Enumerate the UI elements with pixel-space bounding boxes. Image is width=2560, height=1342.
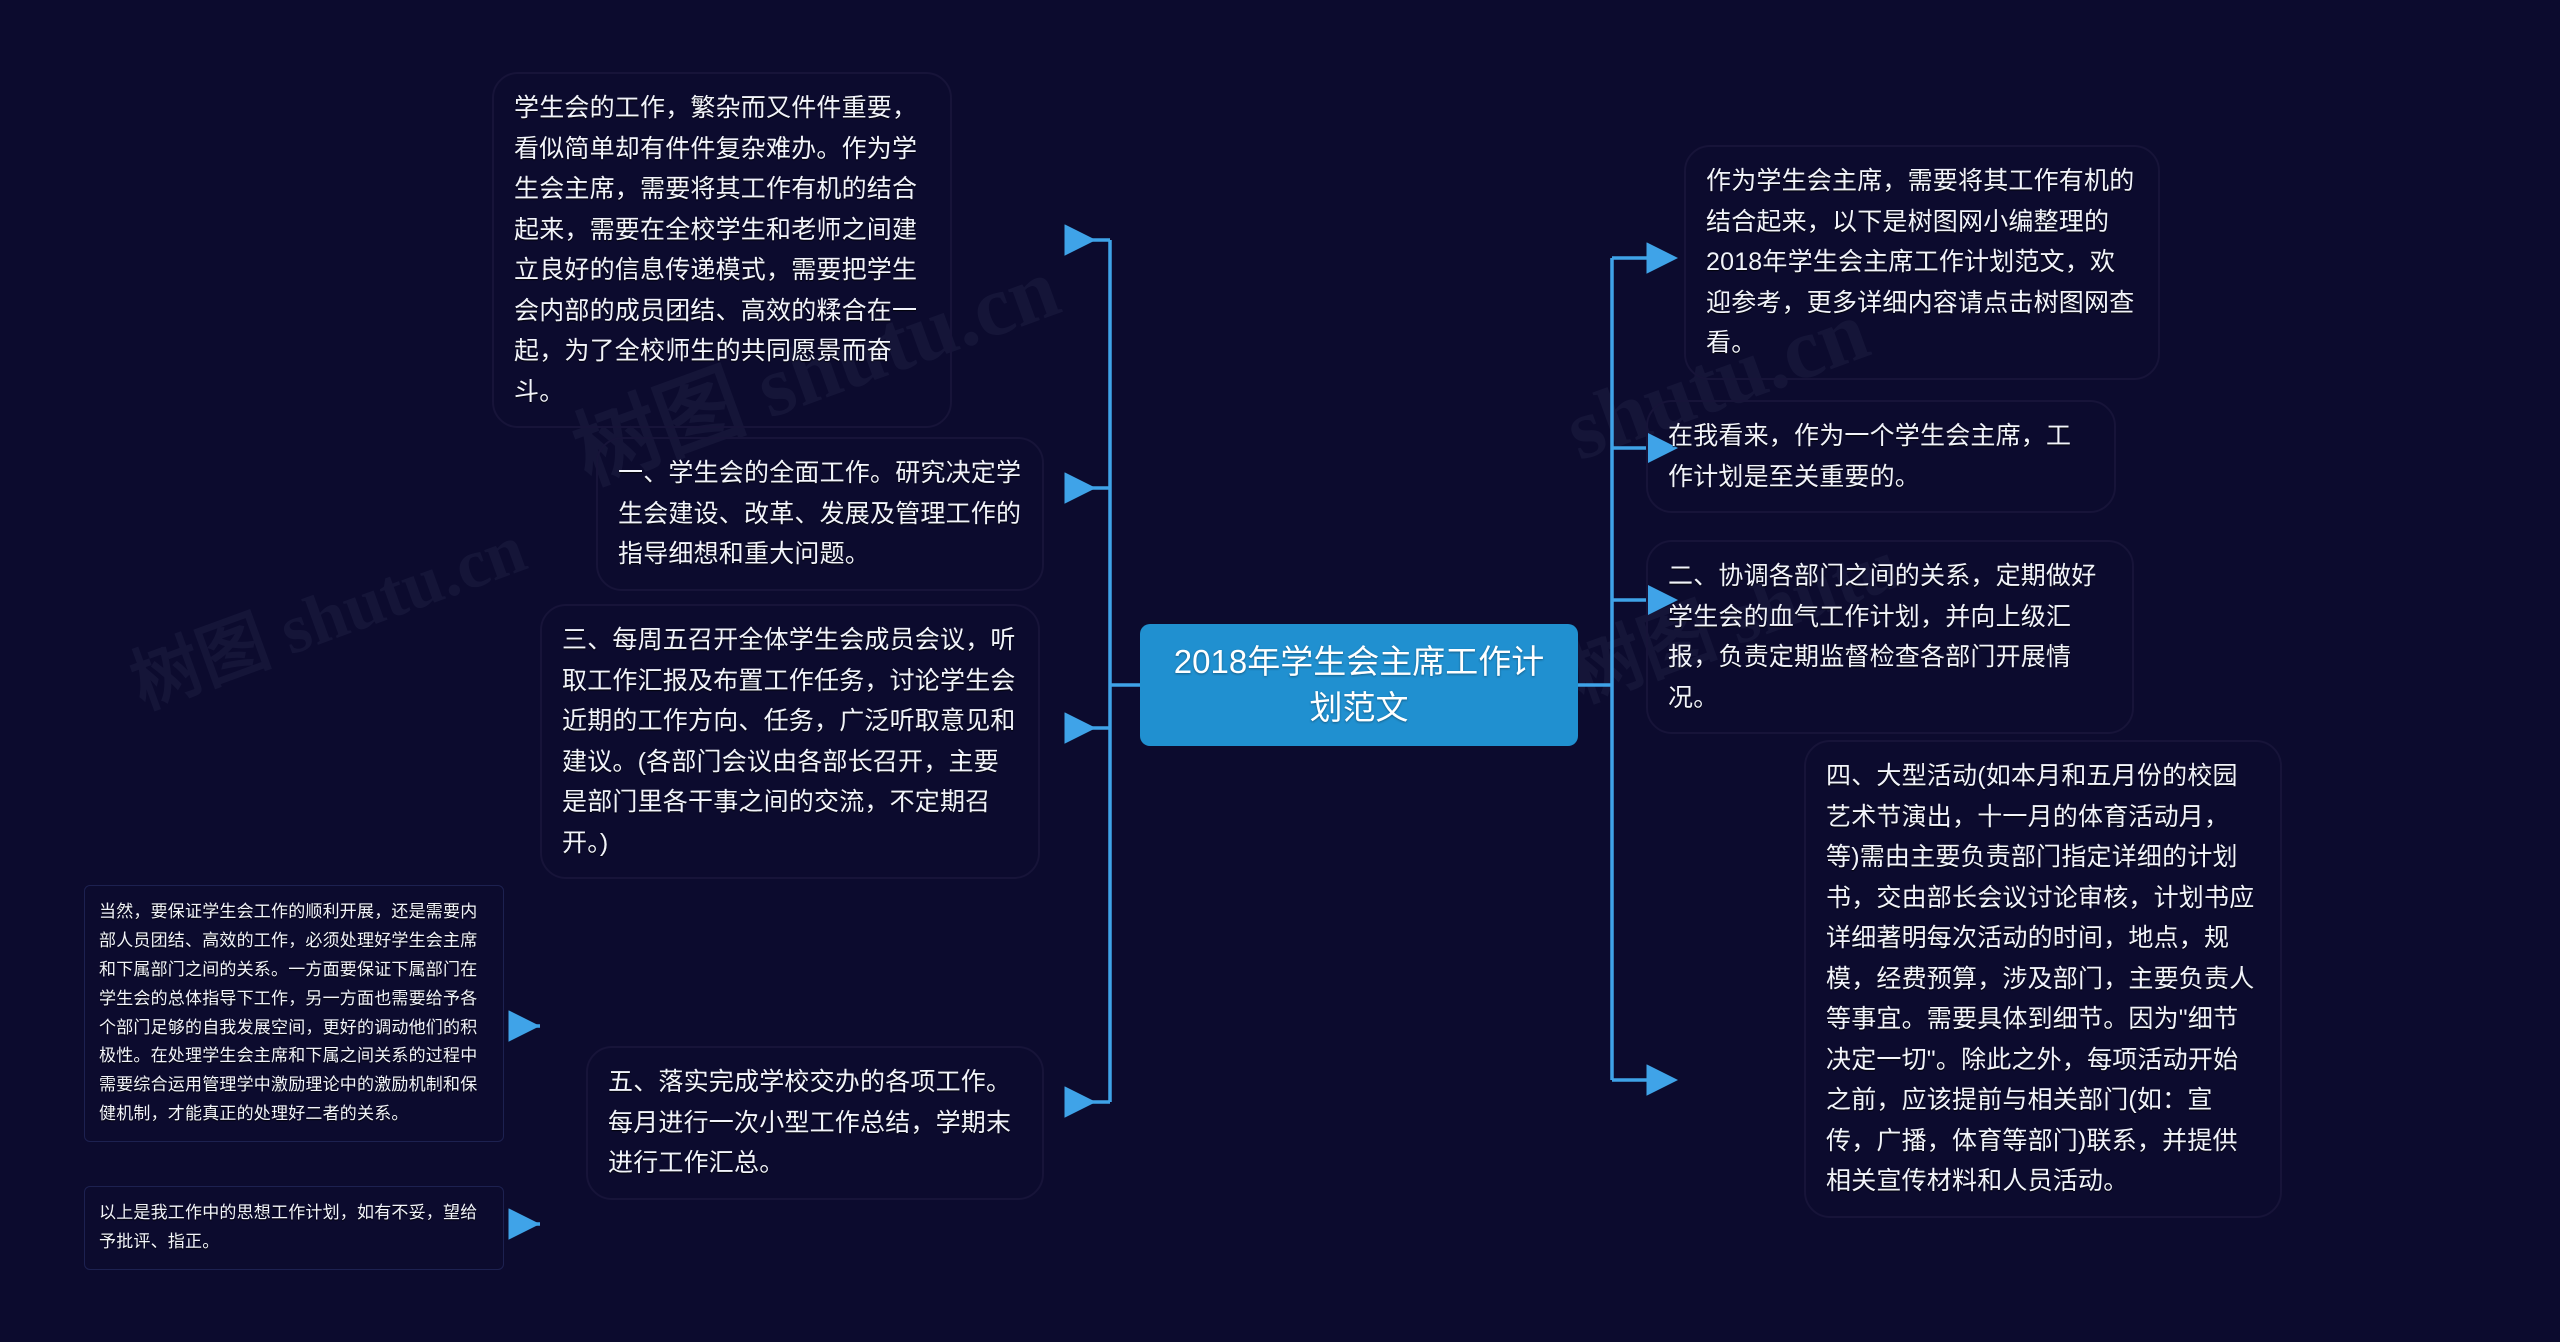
node-left-five[interactable]: 五、落实完成学校交办的各项工作。每月进行一次小型工作总结，学期末进行工作汇总。	[586, 1046, 1044, 1200]
watermark-secondary: 树图 shutu.cn	[121, 510, 536, 724]
node-left-three[interactable]: 三、每周五召开全体学生会成员会议，听取工作汇报及布置工作任务，讨论学生会近期的工…	[540, 604, 1040, 879]
node-left-three-text: 三、每周五召开全体学生会成员会议，听取工作汇报及布置工作任务，讨论学生会近期的工…	[562, 626, 1016, 857]
node-right-two[interactable]: 二、协调各部门之间的关系，定期做好学生会的血气工作计划，并向上级汇报，负责定期监…	[1646, 540, 2134, 734]
node-right-view[interactable]: 在我看来，作为一个学生会主席，工作计划是至关重要的。	[1646, 400, 2116, 513]
node-left-one[interactable]: 一、学生会的全面工作。研究决定学生会建设、改革、发展及管理工作的指导细想和重大问…	[596, 437, 1044, 591]
node-aside-closing-text: 以上是我工作中的思想工作计划，如有不妥，望给予批评、指正。	[99, 1203, 478, 1251]
node-left-intro[interactable]: 学生会的工作，繁杂而又件件重要，看似简单却有件件复杂难办。作为学生会主席，需要将…	[492, 72, 952, 428]
node-right-intro[interactable]: 作为学生会主席，需要将其工作有机的结合起来，以下是树图网小编整理的2018年学生…	[1684, 145, 2160, 380]
node-right-two-text: 二、协调各部门之间的关系，定期做好学生会的血气工作计划，并向上级汇报，负责定期监…	[1668, 562, 2097, 712]
node-right-four-text: 四、大型活动(如本月和五月份的校园艺术节演出，十一月的体育活动月，等)需由主要负…	[1826, 762, 2255, 1195]
node-aside-closing[interactable]: 以上是我工作中的思想工作计划，如有不妥，望给予批评、指正。	[84, 1186, 504, 1270]
node-left-one-text: 一、学生会的全面工作。研究决定学生会建设、改革、发展及管理工作的指导细想和重大问…	[618, 459, 1022, 568]
node-aside-relations[interactable]: 当然，要保证学生会工作的顺利开展，还是需要内部人员团结、高效的工作，必须处理好学…	[84, 885, 504, 1143]
node-right-four[interactable]: 四、大型活动(如本月和五月份的校园艺术节演出，十一月的体育活动月，等)需由主要负…	[1804, 740, 2282, 1218]
root-node[interactable]: 2018年学生会主席工作计划范文	[1140, 624, 1578, 746]
node-aside-relations-text: 当然，要保证学生会工作的顺利开展，还是需要内部人员团结、高效的工作，必须处理好学…	[99, 902, 478, 1124]
node-left-intro-text: 学生会的工作，繁杂而又件件重要，看似简单却有件件复杂难办。作为学生会主席，需要将…	[514, 94, 918, 406]
node-left-five-text: 五、落实完成学校交办的各项工作。每月进行一次小型工作总结，学期末进行工作汇总。	[608, 1068, 1012, 1177]
node-right-view-text: 在我看来，作为一个学生会主席，工作计划是至关重要的。	[1668, 422, 2072, 491]
root-node-title: 2018年学生会主席工作计划范文	[1173, 643, 1545, 726]
node-right-intro-text: 作为学生会主席，需要将其工作有机的结合起来，以下是树图网小编整理的2018年学生…	[1706, 167, 2135, 357]
